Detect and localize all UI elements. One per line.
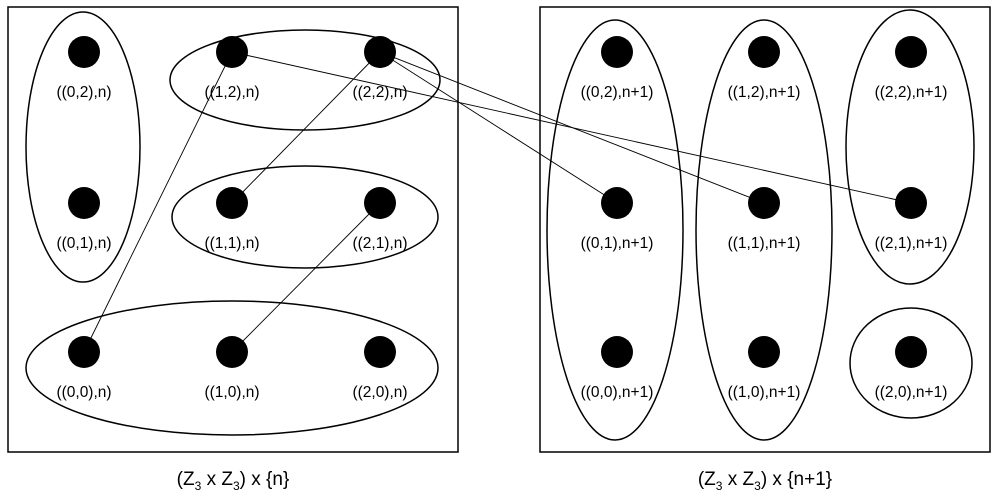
node-label-R21: ((2,1),n+1) [875,235,948,252]
edge-L22-R01 [379,51,618,204]
right-group-column-1 [695,19,833,441]
right-panel-caption: (Z3 x Z3) x {n+1} [698,469,832,493]
node-R11 [748,187,780,219]
edge-L12-L00 [83,51,233,353]
left-group-row-1 [171,165,439,269]
node-label-R02: ((0,2),n+1) [581,84,654,101]
node-label-L21: ((2,1),n) [352,235,407,252]
left-group-row-0 [25,300,439,436]
node-L20 [364,336,396,368]
node-R22 [895,36,927,68]
node-label-R00: ((0,0),n+1) [581,384,654,401]
node-R01 [601,187,633,219]
node-label-L11: ((1,1),n) [204,235,259,252]
node-label-L10: ((1,0),n) [204,384,259,401]
node-label-L20: ((2,0),n) [352,384,407,401]
right-group-column-0 [546,19,684,441]
node-label-R01: ((0,1),n+1) [581,235,654,252]
nodes-layer: ((0,2),n) ((1,2),n) ((2,2),n) ((0,1),n) ((1,… [56,36,947,401]
edge-L22-L11 [231,51,381,204]
node-L22 [364,36,396,68]
node-R02 [601,36,633,68]
left-group-column-0 [25,11,141,283]
node-label-L12: ((1,2),n) [204,84,259,101]
node-L21 [364,187,396,219]
node-label-R10: ((1,0),n+1) [728,384,801,401]
node-label-R22: ((2,2),n+1) [875,84,948,101]
edges-layer [83,51,912,353]
node-L11 [216,187,248,219]
node-label-R12: ((1,2),n+1) [728,84,801,101]
node-label-L02: ((0,2),n) [56,84,111,101]
left-group-row-2 [169,29,441,131]
right-panel-frame [539,6,991,453]
node-R20 [895,336,927,368]
node-L01 [68,187,100,219]
node-L02 [68,36,100,68]
node-label-L22: ((2,2),n) [352,84,407,101]
node-L00 [68,336,100,368]
edge-L22-R11 [379,51,765,204]
node-label-R11: ((1,1),n+1) [728,235,801,252]
node-L12 [216,36,248,68]
node-R21 [895,187,927,219]
right-group-column-2-top [845,9,975,285]
node-L10 [216,336,248,368]
node-label-R20: ((2,0),n+1) [875,384,948,401]
node-label-L00: ((0,0),n) [56,384,111,401]
edge-L21-L10 [231,202,381,353]
left-panel-frame [7,6,459,453]
node-R00 [601,336,633,368]
node-R10 [748,336,780,368]
node-R12 [748,36,780,68]
left-panel-caption: (Z3 x Z3) x {n} [177,469,290,493]
right-group-single [849,307,973,419]
node-label-L01: ((0,1),n) [56,235,111,252]
